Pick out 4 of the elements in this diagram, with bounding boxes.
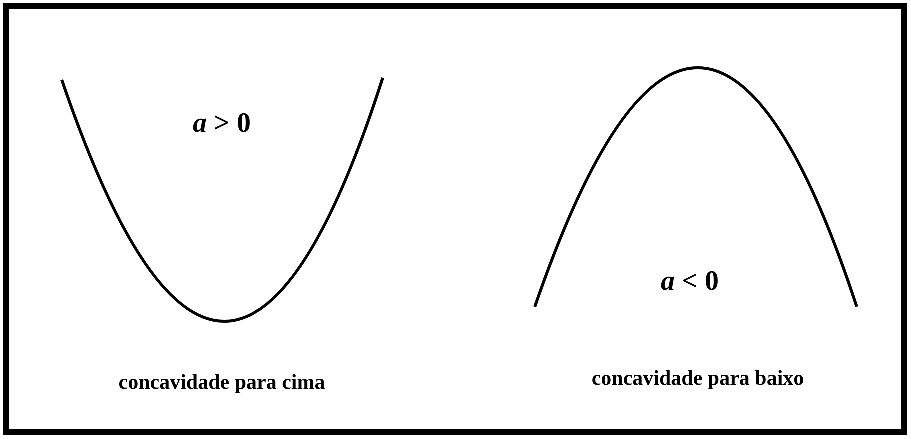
caption-text: concavidade para baixo <box>592 366 804 391</box>
caption-text: concavidade para cima <box>118 370 326 395</box>
math-condition: a < 0 <box>661 266 719 298</box>
math-condition: a > 0 <box>193 108 251 140</box>
